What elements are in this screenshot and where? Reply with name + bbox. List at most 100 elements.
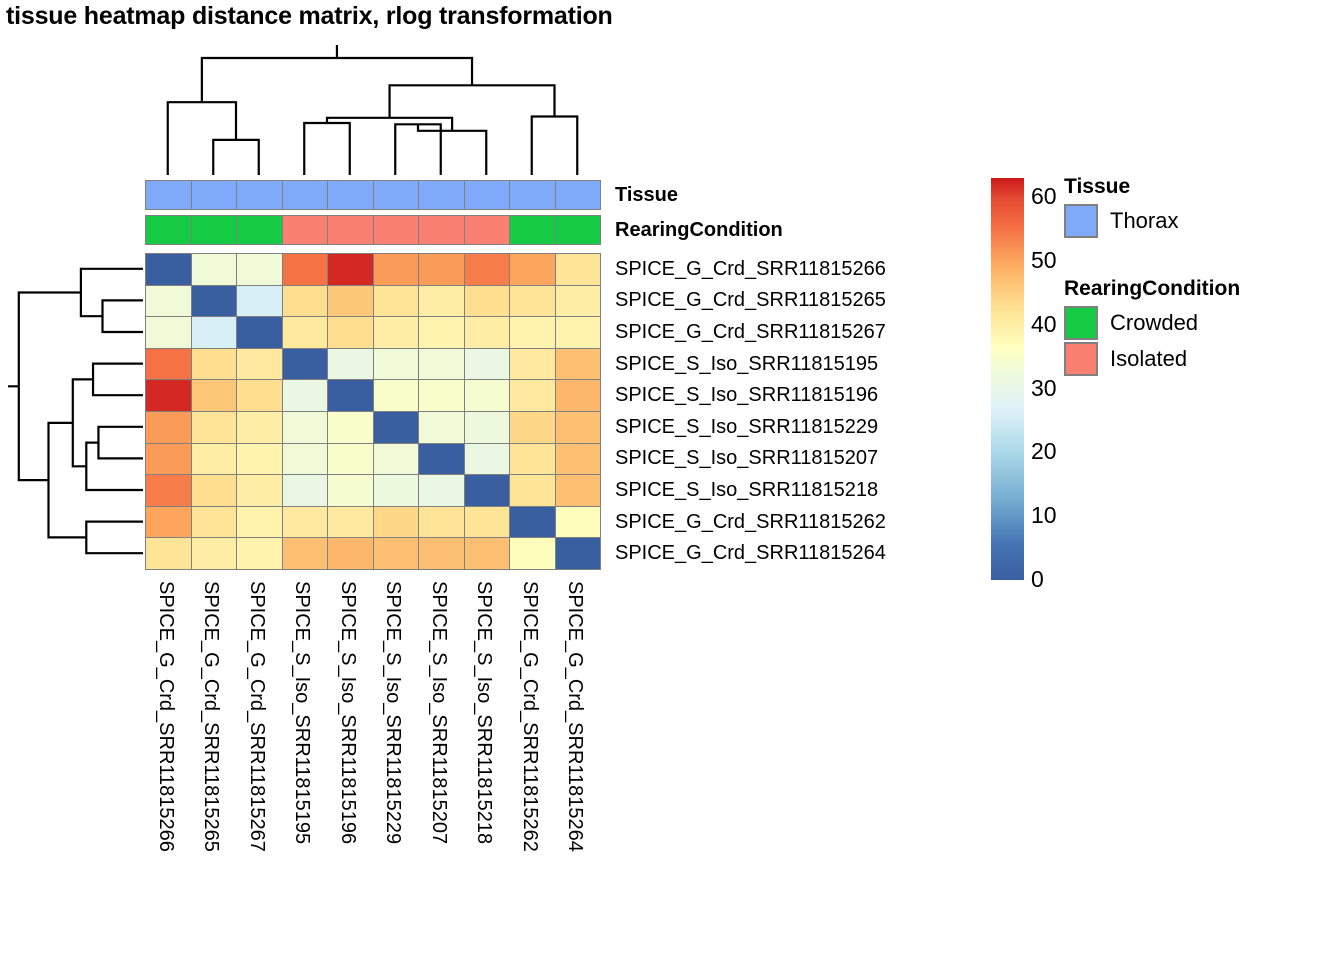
annotation-track-label: Tissue <box>615 184 678 206</box>
colorbar-tick-label: 10 <box>1031 502 1057 529</box>
heatmap-cell <box>463 253 510 286</box>
heatmap-cell <box>145 537 192 570</box>
heatmap-cell <box>190 253 237 286</box>
annotation-cell <box>190 180 237 210</box>
heatmap-cell <box>554 379 601 412</box>
annotation-cell <box>190 215 237 245</box>
legend-item[interactable]: Crowded <box>1064 305 1240 341</box>
heatmap-cell <box>554 347 601 381</box>
heatmap-cell <box>372 410 419 444</box>
heatmap-cell <box>554 442 601 476</box>
heatmap-cell <box>418 537 465 570</box>
row-dendrogram-svg <box>8 267 143 555</box>
colorbar-tick-label: 50 <box>1031 246 1057 273</box>
annotation-cell <box>554 180 601 210</box>
heatmap-cell <box>236 537 283 570</box>
row-label: SPICE_S_Iso_SRR11815195 <box>615 352 879 375</box>
heatmap-cell <box>327 442 374 476</box>
heatmap-cell <box>418 347 465 381</box>
heatmap-cell <box>327 537 374 570</box>
column-dendrogram-svg <box>166 45 579 175</box>
heatmap-cell <box>372 253 419 286</box>
heatmap-cell <box>463 474 510 507</box>
heatmap-cell <box>554 474 601 507</box>
legend-swatch <box>1064 204 1098 238</box>
heatmap-cell <box>190 316 237 349</box>
heatmap-cell <box>418 442 465 476</box>
colorbar-tick-label: 20 <box>1031 438 1057 465</box>
annotation-cell <box>463 180 510 210</box>
legend-title: Tissue <box>1064 175 1131 198</box>
colorbar-tick-label: 60 <box>1031 183 1057 210</box>
heatmap-cell <box>418 253 465 286</box>
heatmap-cell <box>236 474 283 507</box>
colorbar-gradient <box>991 178 1024 580</box>
annotation-cell <box>463 215 510 245</box>
heatmap-cell <box>281 284 328 318</box>
heatmap-cell <box>236 379 283 412</box>
colorbar-tick-label: 40 <box>1031 310 1057 337</box>
heatmap-cell <box>236 505 283 539</box>
annotation-track-rearingcondition <box>145 215 601 245</box>
heatmap-cell <box>236 410 283 444</box>
annotation-cell <box>236 180 283 210</box>
heatmap-cell <box>236 442 283 476</box>
heatmap-cell <box>509 505 556 539</box>
heatmap-cell <box>145 379 192 412</box>
annotation-cell <box>554 215 601 245</box>
row-label: SPICE_S_Iso_SRR11815196 <box>615 384 879 407</box>
colorbar-tick-label: 0 <box>1031 566 1044 592</box>
row-label: SPICE_G_Crd_SRR11815262 <box>615 510 886 533</box>
row-label: SPICE_G_Crd_SRR11815264 <box>615 542 886 565</box>
row-label: SPICE_S_Iso_SRR11815207 <box>615 447 879 470</box>
annotation-track-label: RearingCondition <box>615 219 783 241</box>
annotation-cell <box>509 215 556 245</box>
heatmap-cell <box>509 316 556 349</box>
row-label: SPICE_S_Iso_SRR11815229 <box>615 415 879 438</box>
legend-item[interactable]: Thorax <box>1064 203 1178 239</box>
annotation-cell <box>236 215 283 245</box>
annotation-cell <box>327 215 374 245</box>
heatmap-cell <box>372 474 419 507</box>
heatmap-cell <box>327 410 374 444</box>
annotation-cell <box>509 180 556 210</box>
annotation-cell <box>418 180 465 210</box>
annotation-cell <box>281 215 328 245</box>
annotation-cell <box>327 180 374 210</box>
heatmap-cell <box>418 505 465 539</box>
page-title: tissue heatmap distance matrix, rlog tra… <box>6 2 613 30</box>
heatmap-cell <box>509 474 556 507</box>
legend-item[interactable]: Isolated <box>1064 341 1240 377</box>
legend-title: RearingCondition <box>1064 277 1241 300</box>
legend-swatch <box>1064 306 1098 340</box>
heatmap-cell <box>372 284 419 318</box>
annotation-cell <box>281 180 328 210</box>
legend-item-label: Thorax <box>1110 208 1179 233</box>
row-label: SPICE_G_Crd_SRR11815265 <box>615 289 886 312</box>
heatmap-cell <box>509 537 556 570</box>
heatmap-cell <box>327 253 374 286</box>
heatmap-cell <box>463 347 510 381</box>
column-dendrogram <box>145 45 600 175</box>
heatmap-cell <box>418 284 465 318</box>
heatmap-matrix <box>145 253 601 570</box>
row-label: SPICE_S_Iso_SRR11815218 <box>615 479 879 501</box>
heatmap-cell <box>418 410 465 444</box>
annotation-track-tissue <box>145 180 601 210</box>
legend-item-label: Isolated <box>1110 346 1188 371</box>
heatmap-cell <box>372 537 419 570</box>
heatmap-cell <box>372 442 419 476</box>
heatmap-cell <box>236 347 283 381</box>
heatmap-cell <box>509 284 556 318</box>
heatmap-cell <box>190 347 237 381</box>
heatmap-cell <box>145 316 192 349</box>
heatmap-cell <box>509 442 556 476</box>
heatmap-cell <box>145 474 192 507</box>
heatmap-cell <box>554 284 601 318</box>
